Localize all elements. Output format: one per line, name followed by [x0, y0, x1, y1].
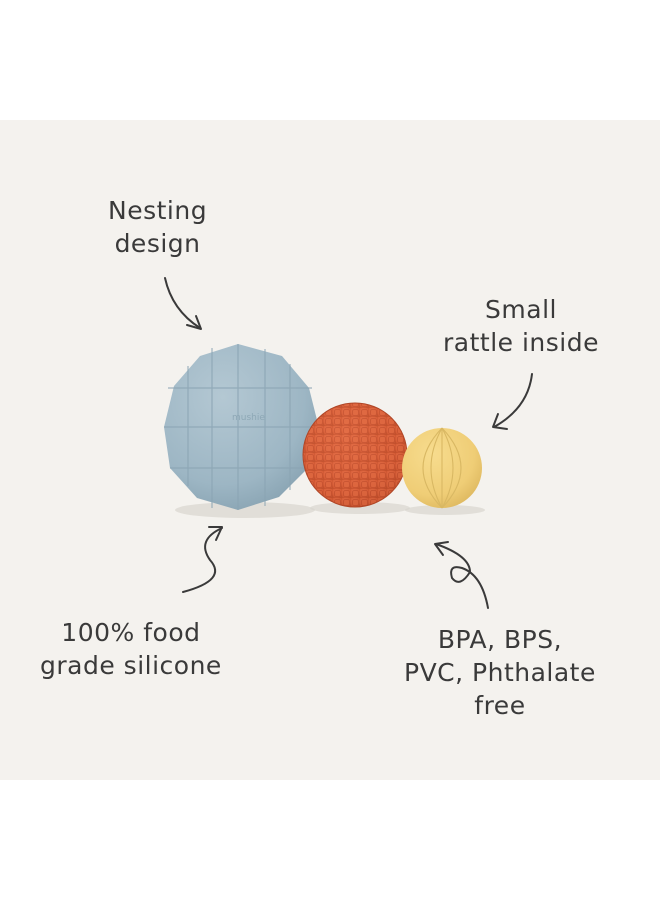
brand-imprint: mushie: [232, 413, 265, 423]
large-blue-ball: mushie: [164, 344, 319, 510]
callout-line: BPA, BPS,: [437, 625, 563, 654]
callout-line: design: [114, 229, 201, 258]
callout-small-rattle: Small rattle inside: [443, 293, 599, 359]
callout-food-grade-silicone: 100% food grade silicone: [40, 616, 222, 682]
small-yellow-ball: [402, 427, 482, 509]
arrow-bpa-icon: [434, 541, 489, 609]
callout-nesting-design: Nesting design: [108, 194, 207, 260]
arrow-nesting-icon: [164, 277, 202, 330]
callout-line: Nesting: [108, 196, 208, 225]
ball-shadow: [310, 502, 410, 514]
arrow-rattle-icon: [492, 373, 533, 430]
callout-bpa-free: BPA, BPS, PVC, Phthalate free: [404, 623, 596, 722]
callout-line: grade silicone: [40, 651, 222, 680]
product-panel: mushie: [0, 120, 660, 780]
callout-line: free: [474, 691, 526, 720]
arrow-silicone-icon: [182, 526, 223, 593]
callout-line: Small: [485, 295, 557, 324]
ball-shadow: [405, 505, 485, 515]
callout-line: PVC, Phthalate: [404, 658, 596, 687]
medium-orange-ball: [302, 402, 408, 508]
callout-line: rattle inside: [443, 328, 599, 357]
ball-shadow: [175, 502, 315, 518]
callout-line: 100% food: [61, 618, 201, 647]
product-illustration: mushie: [164, 277, 533, 609]
